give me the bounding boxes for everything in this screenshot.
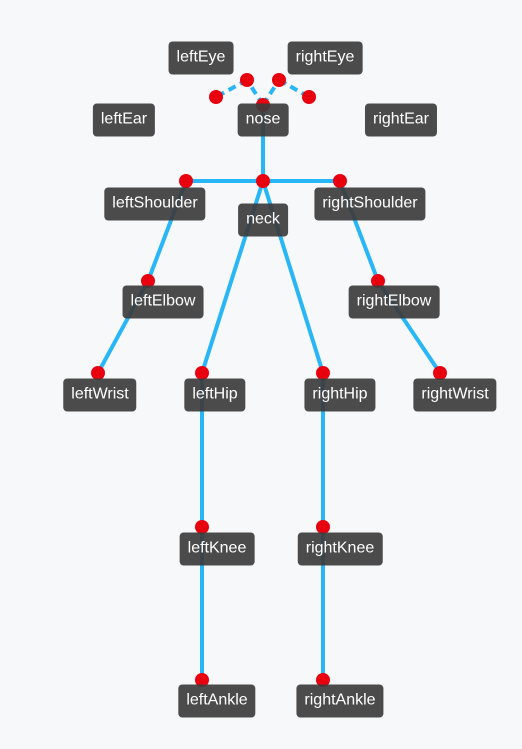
joint-rightElbow[interactable] bbox=[371, 274, 385, 288]
label-neck: neck bbox=[238, 203, 288, 237]
joint-leftHip[interactable] bbox=[195, 366, 209, 380]
joint-rightEar[interactable] bbox=[302, 90, 316, 104]
label-leftAnkle: leftAnkle bbox=[178, 684, 256, 718]
joint-rightShoulder[interactable] bbox=[333, 174, 347, 188]
label-leftElbow: leftElbow bbox=[122, 285, 204, 319]
joint-leftEye[interactable] bbox=[240, 73, 254, 87]
label-rightWrist: rightWrist bbox=[413, 378, 497, 412]
joint-rightHip[interactable] bbox=[316, 366, 330, 380]
skeleton-bones bbox=[96, 78, 442, 680]
joint-rightEye[interactable] bbox=[272, 73, 286, 87]
joint-rightAnkle[interactable] bbox=[316, 673, 330, 687]
label-rightEar: rightEar bbox=[364, 103, 438, 137]
label-rightShoulder: rightShoulder bbox=[314, 187, 426, 221]
joint-leftAnkle[interactable] bbox=[195, 673, 209, 687]
joint-leftKnee[interactable] bbox=[195, 520, 209, 534]
joint-leftWrist[interactable] bbox=[91, 366, 105, 380]
label-rightElbow: rightElbow bbox=[348, 285, 440, 319]
skeleton-joints bbox=[91, 73, 447, 687]
label-leftEar: leftEar bbox=[92, 103, 156, 137]
label-leftKnee: leftKnee bbox=[179, 532, 255, 566]
label-leftEye: leftEye bbox=[168, 41, 234, 75]
joint-neck[interactable] bbox=[256, 174, 270, 188]
joint-leftShoulder[interactable] bbox=[179, 174, 193, 188]
joint-rightWrist[interactable] bbox=[433, 366, 447, 380]
label-nose: nose bbox=[237, 103, 289, 137]
label-leftWrist: leftWrist bbox=[63, 378, 137, 412]
joint-leftElbow[interactable] bbox=[141, 274, 155, 288]
label-rightAnkle: rightAnkle bbox=[296, 684, 384, 718]
joint-leftEar[interactable] bbox=[209, 90, 223, 104]
label-rightEye: rightEye bbox=[287, 41, 363, 75]
joint-rightKnee[interactable] bbox=[316, 520, 330, 534]
label-leftShoulder: leftShoulder bbox=[104, 187, 206, 221]
label-leftHip: leftHip bbox=[184, 378, 246, 412]
label-rightHip: rightHip bbox=[304, 378, 376, 412]
label-rightKnee: rightKnee bbox=[297, 532, 383, 566]
